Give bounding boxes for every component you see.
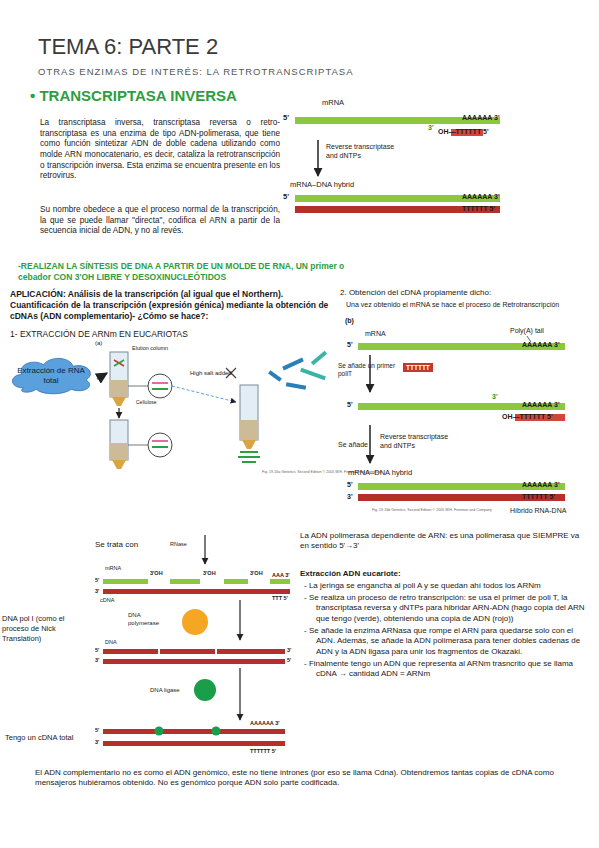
strand-end-label: AAAAAA 3' xyxy=(522,340,560,349)
text-label: El ADN complementario no es como el ADN … xyxy=(35,768,583,789)
ligase-sites xyxy=(155,727,221,736)
strand-end-label: 5' xyxy=(95,647,99,654)
rna-fragments xyxy=(268,351,327,390)
figure-credit: Fig. 19-16b Genetics, Second Edition © 2… xyxy=(372,508,492,513)
section-heading: • TRANSCRIPTASA INVERSA xyxy=(30,86,237,106)
strand-end-label: 3' xyxy=(347,492,353,501)
strand-end-label: 3'OH xyxy=(203,570,216,577)
strand-end-label: 3' xyxy=(95,657,99,664)
strand-end-label: 3'OH xyxy=(250,570,263,577)
text-label: Reverse transcriptase and dNTPs xyxy=(380,432,455,450)
strand-end-label: 3'OH xyxy=(150,570,163,577)
text-label: Se añade un primer poliT xyxy=(338,362,400,379)
strand-end-label: 5' xyxy=(347,340,353,349)
strand-end-label: AAA 3' xyxy=(272,572,290,579)
strand-end-label: AAAAAA 3' xyxy=(522,480,560,489)
strand-end-label: AAAAAA 3' xyxy=(250,720,280,727)
text-label: mRNA–DNA hybrid xyxy=(348,468,412,478)
strand-end-label: 5' xyxy=(283,113,289,123)
strand-end-label: TTT 5' xyxy=(272,595,288,602)
strand-end-label: TTTTTT 5' xyxy=(462,204,495,213)
magnifier xyxy=(148,433,172,457)
dna-ligase xyxy=(194,679,216,701)
elution-column xyxy=(110,420,128,460)
text-label: mRNA xyxy=(322,98,344,108)
pointer-arrow xyxy=(97,373,107,379)
highlight-note: -REALIZAN LA SÍNTESIS DE DNA A PARTIR DE… xyxy=(18,261,363,283)
dna-strand xyxy=(103,729,285,734)
strand-end-label: 5' xyxy=(287,657,291,664)
strand-end-label: AAAAAA 3' xyxy=(462,113,500,122)
primer-box: TTTTTT xyxy=(403,363,433,372)
text-label: Reverse transcriptase and dNTPs xyxy=(326,142,401,160)
text-label: Tengo un cDNA total xyxy=(5,733,73,743)
strand-end-label: AAAAAA 3' xyxy=(462,192,500,201)
strand-end-label: (b) xyxy=(345,316,354,325)
page-title: TEMA 6: PARTE 2 xyxy=(38,34,218,60)
text-label: mRNA xyxy=(365,329,386,338)
paragraph: La transcriptasa inversa, transcriptasa … xyxy=(40,118,280,182)
magnifier xyxy=(148,374,172,398)
text-label: Una vez obtenido el mRNA se hace el proc… xyxy=(346,300,559,309)
strand-end-label: OH—TTTTTT 5' xyxy=(438,127,489,136)
leader-line xyxy=(128,386,148,387)
text-label: Se trata con xyxy=(95,540,138,550)
text-label: Cellulose xyxy=(136,399,157,406)
text-label: Poly(A) tail xyxy=(510,326,544,335)
strand-end-label: TTTTTT 5' xyxy=(522,492,555,501)
text-label: La ADN polimerasa dependiente de ARN: es… xyxy=(300,531,590,552)
cdna-strand xyxy=(103,659,285,664)
strand-end-label: TTTTTT 5' xyxy=(250,748,276,755)
strand-end-label: 5' xyxy=(347,480,353,489)
text-label: cDNA xyxy=(100,597,114,604)
column-tip xyxy=(112,397,126,406)
text-label: mRNA–DNA hybrid xyxy=(290,180,354,190)
strand-end-label: 5' xyxy=(95,577,99,584)
bullet-item: - Finalmente tengo un ADN que representa… xyxy=(300,659,590,680)
elution-column xyxy=(240,385,258,440)
text-label: Se añade xyxy=(338,440,368,449)
cloud-shape: Extracción de RNA total xyxy=(5,354,97,396)
text-label: DNA ligase xyxy=(150,687,180,695)
strand-end-label: 3' xyxy=(428,123,434,132)
strand-end-label: OH—TTTTTT 5' xyxy=(502,412,553,421)
text-label: mRNA xyxy=(105,565,121,572)
text-label: Elution column xyxy=(132,345,168,352)
subtitle: OTRAS ENZIMAS DE INTERÉS: LA RETROTRANSC… xyxy=(38,66,354,78)
step-arrow xyxy=(317,140,319,176)
strand-end-label: 3' xyxy=(492,392,498,401)
strand-end-label: APLICACIÓN: Análisis de la transcripción… xyxy=(10,289,332,322)
dna-fragments xyxy=(103,649,285,654)
strand-end-label: 3' xyxy=(95,588,99,595)
strand-end-label: 5' xyxy=(95,727,99,734)
bullet-item: - Se añade la enzima ARNasa que rompe el… xyxy=(300,626,590,657)
text-label: 2. Obtención del cDNA propiamente dicho: xyxy=(340,288,491,298)
cdna-strand xyxy=(103,589,290,594)
paragraph: Su nombre obedece a que el proceso norma… xyxy=(40,205,280,237)
text-label: DNA xyxy=(105,639,117,646)
strand-end-label: 5' xyxy=(283,192,289,202)
text-label: RNase xyxy=(170,541,187,548)
node-text: TTTTTT xyxy=(403,363,433,372)
text-label: 1- EXTRACCIÓN DE ARNm EN EUCARIOTAS xyxy=(10,329,188,340)
elution-column xyxy=(110,352,128,397)
bullet-item: - Se realiza un proceso de retro transcr… xyxy=(300,593,590,624)
mrna-fragments xyxy=(103,579,290,584)
bullet-item: - La jeringa se engancha al poli A y se … xyxy=(300,581,590,591)
text-label: (a) xyxy=(95,340,102,348)
text-label: High salt added xyxy=(190,370,232,378)
text-label: DNA pol I (como el proceso de Nick Trans… xyxy=(2,614,92,643)
strand-end-label: 5' xyxy=(347,400,353,409)
dna-polymerase xyxy=(182,609,208,635)
dna-strand xyxy=(103,741,285,746)
text-label: Híbrido RNA-DNA xyxy=(510,506,566,515)
strand-end-label: 3' xyxy=(287,647,291,654)
cellulose-bed xyxy=(110,380,128,397)
strand-end-label: AAAAAA 3' xyxy=(522,400,560,409)
strand-end-label: 3' xyxy=(95,739,99,746)
strand-end-label: Extracción ADN eucariote: xyxy=(300,569,401,579)
text-label: DNA polymerase xyxy=(128,612,173,628)
node-text: Extracción de RNA total xyxy=(5,354,97,396)
